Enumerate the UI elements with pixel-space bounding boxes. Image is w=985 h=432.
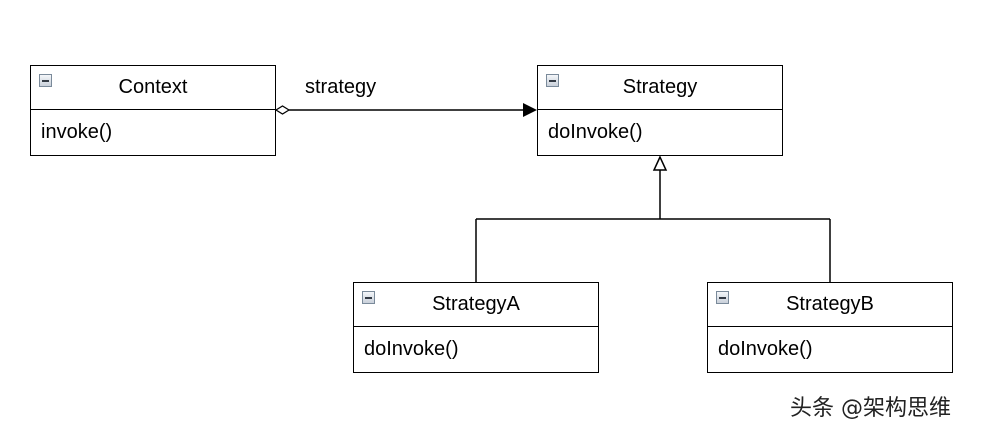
- class-strategy-a-name: StrategyA: [432, 293, 520, 315]
- class-strategy-method: doInvoke(): [548, 120, 643, 143]
- class-strategy-a-header: StrategyA: [354, 283, 598, 327]
- class-context[interactable]: Context invoke(): [30, 65, 276, 156]
- collapse-minus-icon[interactable]: [39, 74, 52, 87]
- class-strategy-b-methods: doInvoke(): [708, 327, 952, 371]
- class-strategy-methods: doInvoke(): [538, 110, 782, 154]
- collapse-minus-icon[interactable]: [362, 291, 375, 304]
- class-strategy-a-methods: doInvoke(): [354, 327, 598, 371]
- hollow-triangle-icon: [652, 155, 668, 171]
- class-strategy-b-header: StrategyB: [708, 283, 952, 327]
- association-label: strategy: [305, 76, 377, 98]
- class-strategy-name: Strategy: [622, 76, 698, 98]
- class-strategy-b[interactable]: StrategyB doInvoke(): [707, 282, 953, 373]
- class-strategy-a-method: doInvoke(): [364, 337, 459, 360]
- class-context-methods: invoke(): [31, 110, 275, 154]
- class-context-name: Context: [118, 76, 188, 98]
- collapse-minus-icon[interactable]: [716, 291, 729, 304]
- filled-arrowhead-icon: [523, 103, 537, 117]
- class-strategy-b-method: doInvoke(): [718, 337, 813, 360]
- collapse-minus-icon[interactable]: [546, 74, 559, 87]
- class-context-method: invoke(): [41, 120, 113, 143]
- hollow-diamond-icon: [274, 105, 291, 115]
- class-strategy-a[interactable]: StrategyA doInvoke(): [353, 282, 599, 373]
- class-context-header: Context: [31, 66, 275, 110]
- watermark-text: 头条 @架构思维: [790, 396, 951, 421]
- class-strategy[interactable]: Strategy doInvoke(): [537, 65, 783, 156]
- class-strategy-header: Strategy: [538, 66, 782, 110]
- class-strategy-b-name: StrategyB: [786, 293, 874, 315]
